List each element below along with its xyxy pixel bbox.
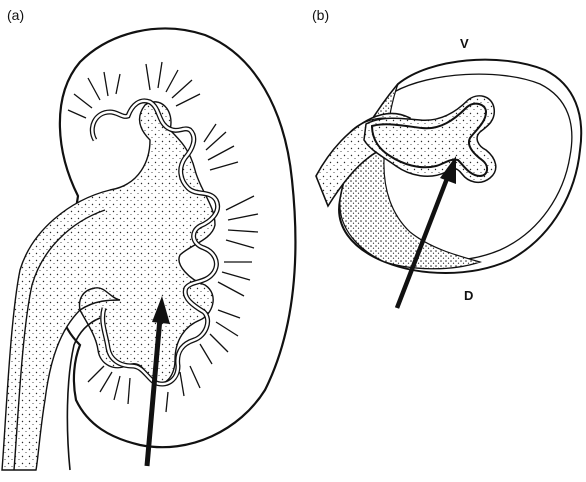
ventral-label: V <box>460 36 469 51</box>
dorsal-label: D <box>464 288 473 303</box>
kidney-section-a <box>2 29 295 470</box>
kidney-section-b <box>316 60 581 308</box>
